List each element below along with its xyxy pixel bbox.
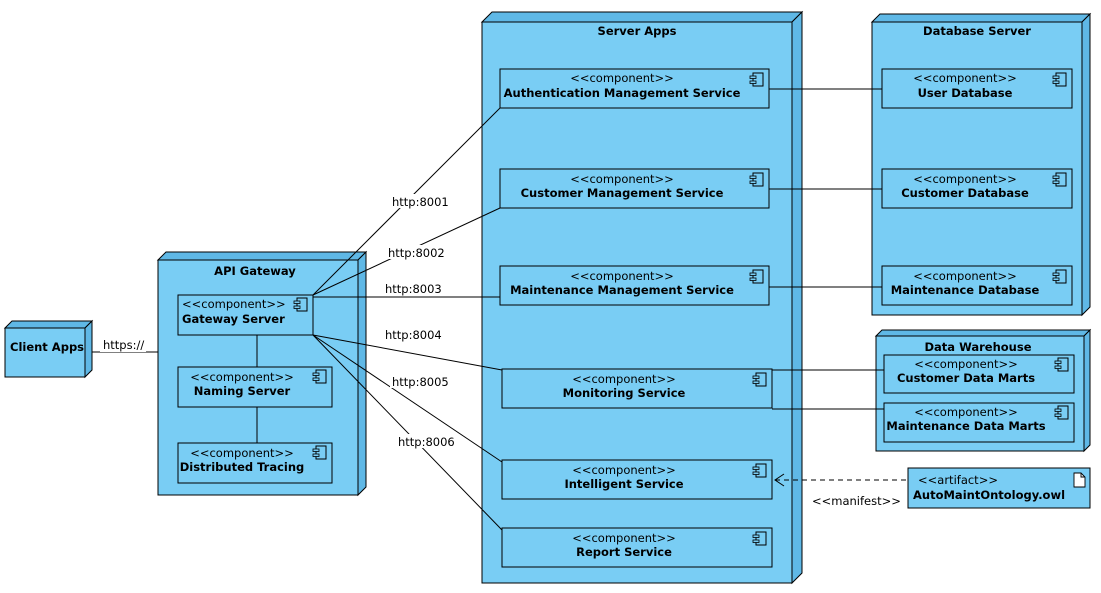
component-customer-service[interactable]: <<component>> Customer Management Servic… (499, 168, 770, 209)
component-icon (1054, 405, 1069, 420)
component-icon (293, 297, 308, 312)
stereotype-label: <<component>> (572, 372, 676, 386)
label-https: https:// (103, 338, 144, 352)
component-icon (312, 369, 327, 384)
link-gateway-intelligent (312, 334, 503, 463)
component-naming-server[interactable]: <<component>> Naming Server (177, 366, 333, 408)
component-customer-database[interactable]: <<component>> Customer Database (881, 168, 1073, 209)
component-icon (1052, 72, 1067, 87)
component-icon (752, 372, 767, 387)
component-name: Maintenance Database (891, 283, 1040, 297)
document-icon (1073, 472, 1086, 488)
client-apps-title: Client Apps (10, 340, 84, 354)
artifact-automaint-ontology[interactable]: <<artifact>> AutoMaintOntology.owl (907, 467, 1091, 509)
stereotype-label: <<component>> (570, 269, 674, 283)
component-name: Customer Data Marts (897, 371, 1035, 385)
label-http-8005: http:8005 (392, 375, 449, 389)
stereotype-label: <<component>> (190, 446, 294, 460)
component-name: User Database (918, 86, 1013, 100)
api-gateway-title: API Gateway (214, 264, 296, 278)
component-name: Maintenance Data Marts (886, 419, 1045, 433)
stereotype-label: <<component>> (572, 531, 676, 545)
component-icon (1052, 269, 1067, 284)
label-http-8003: http:8003 (385, 282, 442, 296)
component-icon (1054, 357, 1069, 372)
link-gateway-report (312, 334, 503, 531)
stereotype-label: <<component>> (182, 297, 286, 311)
component-name: Monitoring Service (563, 386, 686, 400)
component-authentication-service[interactable]: <<component>> Authentication Management … (499, 68, 770, 109)
label-http-8006: http:8006 (398, 435, 455, 449)
label-manifest: <<manifest>> (812, 494, 901, 508)
open-arrowhead (774, 473, 785, 487)
database-server-title: Database Server (923, 24, 1031, 38)
component-maintenance-database[interactable]: <<component>> Maintenance Database (881, 265, 1073, 306)
component-icon (1052, 172, 1067, 187)
stereotype-label: <<component>> (570, 172, 674, 186)
component-name: Distributed Tracing (180, 460, 305, 474)
component-maintenance-service[interactable]: <<component>> Maintenance Management Ser… (499, 265, 770, 306)
artifact-stereotype-label: <<artifact>> (918, 473, 998, 487)
component-icon (752, 531, 767, 546)
component-icon (749, 269, 764, 284)
component-name: Customer Management Service (521, 186, 724, 200)
stereotype-label: <<component>> (914, 405, 1018, 419)
component-name: Customer Database (901, 186, 1029, 200)
component-intelligent-service[interactable]: <<component>> Intelligent Service (501, 459, 773, 500)
data-warehouse-title: Data Warehouse (925, 340, 1032, 354)
connectors (92, 88, 908, 531)
stereotype-label: <<component>> (570, 71, 674, 85)
label-http-8004: http:8004 (385, 328, 442, 342)
stereotype-label: <<component>> (913, 172, 1017, 186)
component-name: Intelligent Service (564, 477, 683, 491)
stereotype-label: <<component>> (914, 357, 1018, 371)
link-gateway-monitoring (312, 334, 503, 371)
component-icon (749, 172, 764, 187)
component-name: Authentication Management Service (504, 86, 741, 100)
label-http-8002: http:8002 (388, 246, 445, 260)
component-report-service[interactable]: <<component>> Report Service (501, 527, 773, 568)
component-name: Maintenance Management Service (510, 283, 734, 297)
component-customer-data-marts[interactable]: <<component>> Customer Data Marts (883, 354, 1075, 394)
stereotype-label: <<component>> (913, 269, 1017, 283)
component-monitoring-service[interactable]: <<component>> Monitoring Service (501, 368, 773, 409)
server-apps-title: Server Apps (598, 24, 677, 38)
node-client-apps[interactable]: Client Apps (3, 319, 94, 379)
component-icon (752, 463, 767, 478)
stereotype-label: <<component>> (913, 71, 1017, 85)
connector-labels: https:// http:8001 http:8002 http:8003 h… (100, 194, 901, 508)
component-name: Gateway Server (182, 312, 285, 326)
component-distributed-tracing[interactable]: <<component>> Distributed Tracing (177, 442, 333, 484)
artifact-name: AutoMaintOntology.owl (913, 488, 1065, 502)
stereotype-label: <<component>> (572, 463, 676, 477)
component-user-database[interactable]: <<component>> User Database (881, 68, 1073, 109)
label-http-8001: http:8001 (392, 195, 449, 209)
component-icon (749, 72, 764, 87)
component-name: Naming Server (194, 384, 291, 398)
component-name: Report Service (576, 545, 672, 559)
component-icon (312, 445, 327, 460)
stereotype-label: <<component>> (190, 370, 294, 384)
component-gateway-server[interactable]: <<component>> Gateway Server (177, 294, 314, 336)
component-maintenance-data-marts[interactable]: <<component>> Maintenance Data Marts (883, 402, 1075, 443)
